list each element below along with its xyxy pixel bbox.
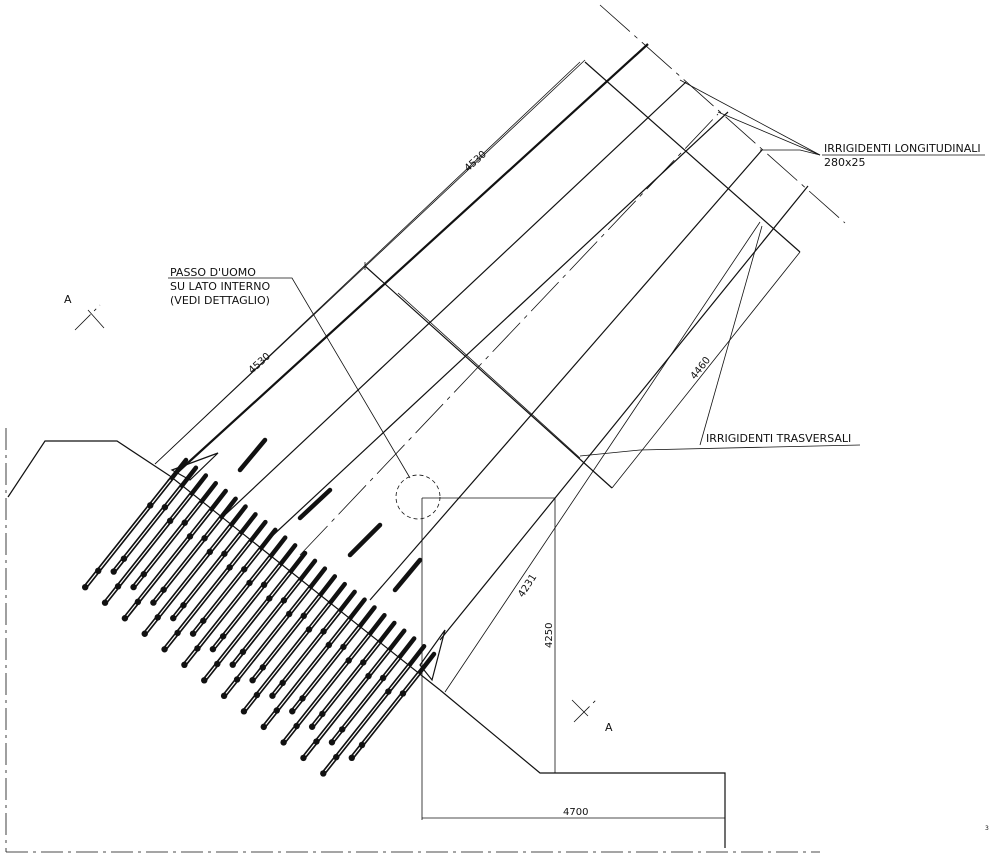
anchor-bolt	[260, 597, 367, 731]
anchor-bolt	[130, 481, 219, 591]
dim-top-long: 4530	[463, 149, 489, 174]
label-manhole-2: SU LATO INTERNO	[170, 280, 270, 293]
section-marker-right: A	[571, 697, 613, 734]
anchor-bolt	[181, 535, 288, 668]
transverse-lines	[364, 61, 861, 489]
anchor-bolt	[289, 605, 377, 715]
anchor-bolt	[220, 566, 328, 700]
label-manhole-3: (VEDI DETTAGLIO)	[170, 294, 270, 307]
dim-vertical: 4250	[544, 623, 555, 648]
anchor-stub	[237, 437, 268, 473]
anchor-bolt	[328, 636, 417, 746]
anchor-bolt	[101, 473, 209, 606]
base-outline	[7, 440, 726, 848]
anchor-bolts	[82, 437, 437, 777]
column-lines	[167, 43, 809, 641]
gussets	[170, 452, 446, 682]
anchor-bolt	[240, 581, 347, 715]
anchor-bolt	[249, 574, 338, 684]
anchor-bolt	[229, 558, 318, 668]
label-manhole-1: PASSO D'UOMO	[170, 266, 256, 279]
section-a-label-left: A	[64, 293, 72, 306]
anchor-bolt	[150, 496, 238, 606]
anchor-bolt	[141, 504, 248, 637]
leader-lines	[168, 79, 821, 479]
anchor-bolt	[280, 612, 387, 746]
section-marker-left: A	[64, 293, 105, 331]
frame-lines	[5, 4, 846, 853]
anchor-stub	[392, 557, 423, 593]
anchor-bolt	[320, 643, 427, 777]
anchor-bolt	[348, 651, 437, 761]
manhole-circle	[395, 474, 441, 520]
anchor-bolt	[308, 620, 397, 730]
anchor-bolt	[121, 488, 228, 622]
corner-mark: 3	[985, 825, 989, 832]
dimension-lines	[154, 59, 801, 820]
label-longitudinal-size: 280x25	[824, 156, 866, 169]
anchor-stub	[297, 487, 333, 521]
anchor-bolt	[161, 519, 268, 653]
anchor-bolt	[82, 457, 189, 591]
dim-inner-diag: 4231	[516, 572, 539, 599]
label-transverse: IRRIGIDENTI TRASVERSALI	[706, 432, 851, 445]
anchor-bolt	[201, 550, 308, 684]
anchor-bolt	[269, 589, 357, 699]
anchor-bolt	[110, 465, 199, 575]
anchor-stub	[347, 522, 383, 558]
anchor-bolt	[189, 527, 278, 637]
dim-right-long: 4460	[689, 355, 713, 382]
anchor-bolt	[209, 543, 298, 653]
dim-left-long: 4530	[247, 351, 273, 376]
section-a-label-right: A	[605, 721, 613, 734]
anchor-bolt	[300, 628, 407, 762]
dim-horizontal: 4700	[563, 807, 588, 818]
label-longitudinal-title: IRRIGIDENTI LONGITUDINALI	[824, 142, 981, 155]
anchor-bolt	[170, 512, 258, 622]
